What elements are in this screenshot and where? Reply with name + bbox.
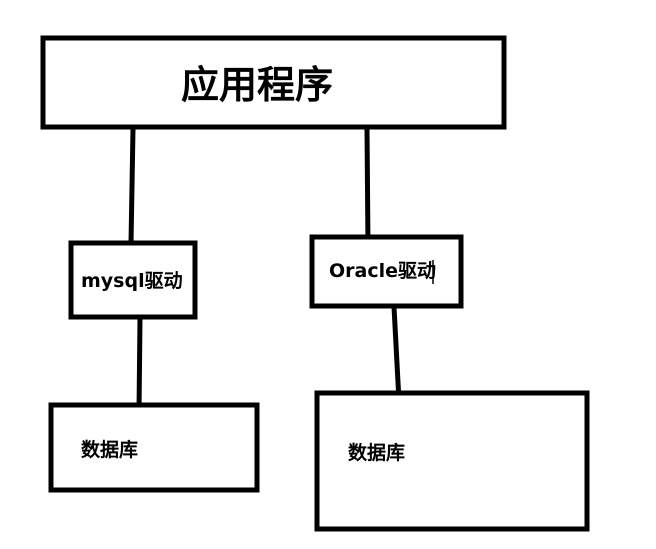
edge-mysql-driver-to-database <box>136 315 143 415</box>
mysql-database-box <box>48 402 260 493</box>
edge-application-to-oracle-driver <box>364 126 371 250</box>
oracle-driver-box <box>309 234 464 309</box>
application-box <box>40 35 507 130</box>
oracle-database-node: 数据库 <box>314 390 590 532</box>
mysql-database-node: 数据库 <box>48 402 260 493</box>
edge-application-to-mysql-driver <box>128 126 136 246</box>
mysql-driver-label: mysql驱动 <box>81 270 183 292</box>
mysql-database-label: 数据库 <box>81 438 138 461</box>
application-node: 应用程序 <box>40 35 507 130</box>
oracle-driver-node: Oracle驱动 <box>309 234 464 309</box>
oracle-database-box <box>314 390 590 532</box>
mysql-driver-node: mysql驱动 <box>68 240 198 320</box>
oracle-driver-label: Oracle驱动 <box>329 260 436 282</box>
oracle-database-label: 数据库 <box>348 441 405 464</box>
application-label: 应用程序 <box>181 63 333 107</box>
mysql-driver-box <box>68 240 198 320</box>
